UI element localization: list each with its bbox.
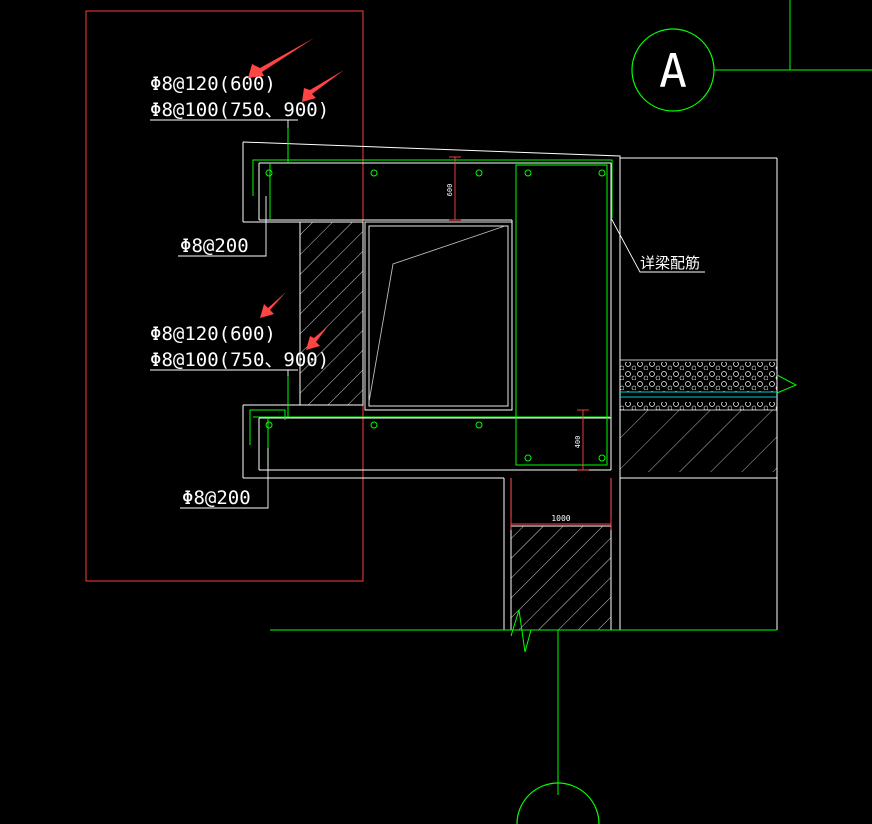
top-stirrup-annotation: Φ8@200 (178, 196, 267, 257)
top-rebar-annotation: Φ8@120(600) Φ8@100(750、900) (150, 73, 329, 128)
axis-bubble-bottom (516, 782, 600, 824)
rebar-lines (249, 128, 613, 466)
axis-bubble-a: A (631, 28, 715, 112)
bottom-stirrup-annotation: Φ8@200 (180, 448, 269, 509)
beam-note: 详梁配筋 (640, 254, 700, 272)
beam-note-leader (610, 217, 705, 273)
bottom-rebar-label-2: Φ8@100(750、900) (150, 349, 329, 371)
top-rebar-label-1: Φ8@120(600) (150, 73, 276, 95)
dimension-lines (449, 156, 612, 530)
hatched-wall-lower (510, 525, 612, 631)
dim-upper-height: 600 (446, 184, 454, 197)
rebar-dots (265, 169, 606, 462)
red-arrows (248, 38, 344, 350)
arrow-icon-2 (302, 70, 344, 102)
top-rebar-label-2: Φ8@100(750、900) (150, 99, 329, 121)
arrow-icon-1 (248, 38, 314, 78)
bottom-rebar-annotation: Φ8@120(600) Φ8@100(750、900) (150, 323, 329, 376)
break-line (510, 609, 545, 653)
top-stirrup-label: Φ8@200 (180, 235, 249, 257)
axis-label: A (659, 44, 687, 98)
hatched-wall-upper (299, 221, 364, 406)
dim-wall-width: 1000 (551, 514, 570, 523)
bottom-rebar-label-1: Φ8@120(600) (150, 323, 276, 345)
floor-layers (620, 359, 798, 472)
arrow-icon-4 (306, 326, 328, 350)
opening (364, 221, 513, 411)
dim-lower-height: 400 (574, 436, 582, 449)
bottom-stirrup-label: Φ8@200 (182, 487, 251, 509)
arrow-icon-3 (260, 292, 286, 318)
